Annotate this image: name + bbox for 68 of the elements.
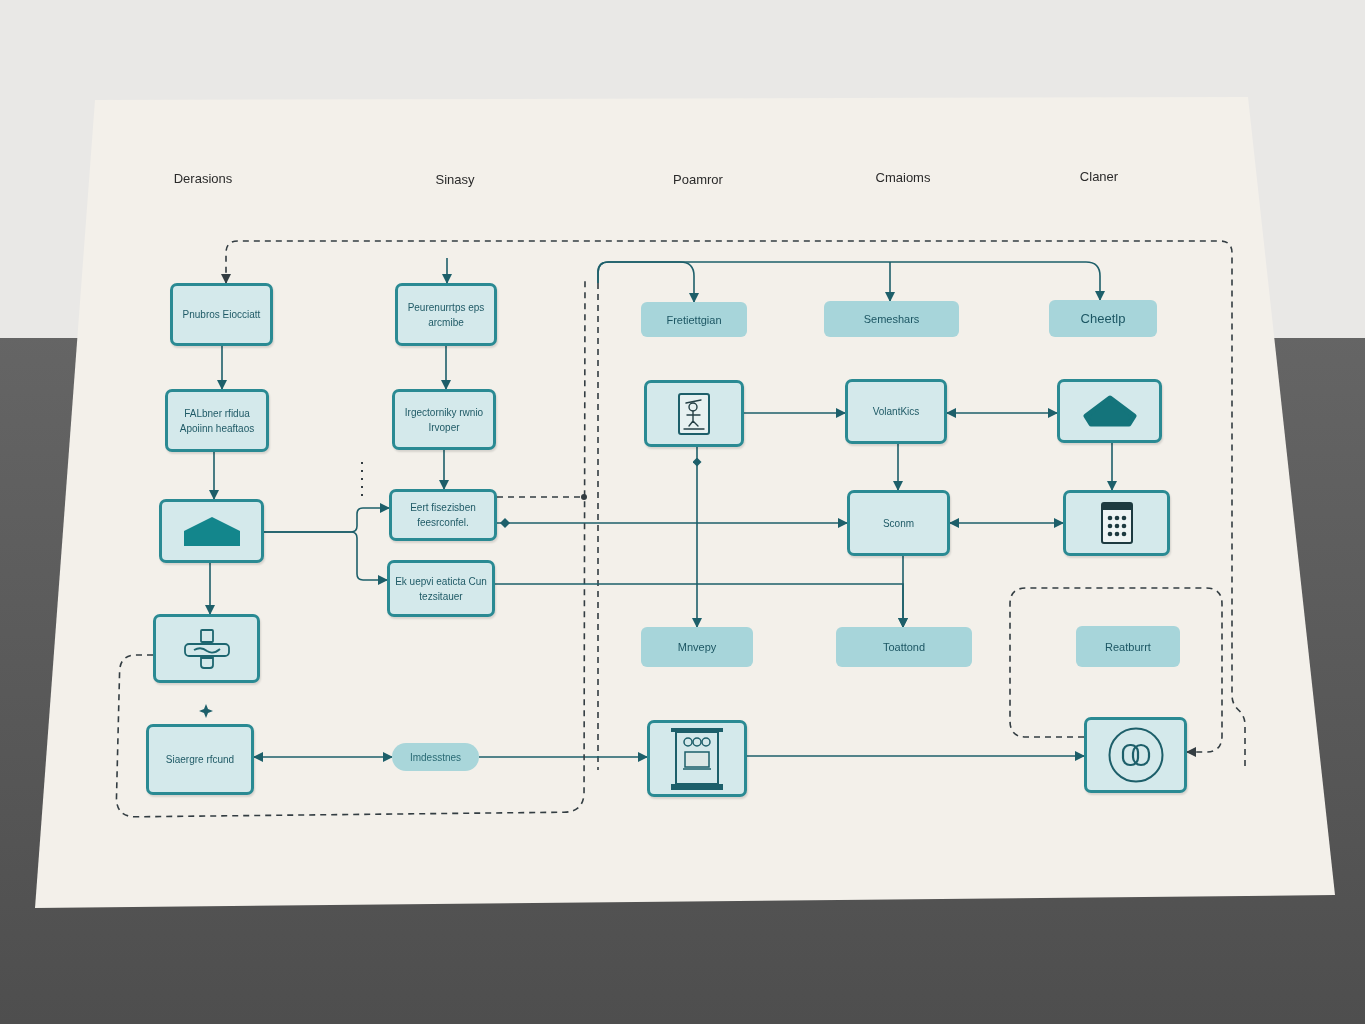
arrow bbox=[263, 531, 388, 585]
node-label: Cheetlp bbox=[1080, 310, 1126, 327]
node-label: FALbner rfidua Apoiinn heaftaos bbox=[178, 406, 256, 436]
column-header: Poamror bbox=[673, 171, 723, 190]
stage-box bbox=[641, 302, 747, 337]
icon-box bbox=[153, 614, 260, 683]
process-box bbox=[389, 489, 497, 541]
process-box bbox=[392, 389, 496, 450]
terminal-pill bbox=[392, 743, 479, 771]
dashed-arrow bbox=[221, 240, 1246, 767]
node-label: Peurenurrtps eps arcmibe bbox=[406, 300, 486, 330]
arrow bbox=[1107, 442, 1117, 491]
arrow bbox=[743, 408, 846, 418]
column-header: Derasions bbox=[173, 170, 233, 189]
icon-box bbox=[647, 720, 747, 797]
node-label: Fretiettgian bbox=[666, 312, 722, 327]
double-arrow bbox=[949, 518, 1064, 528]
process-box bbox=[845, 379, 947, 444]
node-label: Semeshars bbox=[863, 312, 920, 326]
arrow bbox=[478, 752, 648, 762]
node-label: Mnvepy bbox=[677, 640, 717, 654]
arrow bbox=[893, 443, 903, 491]
process-box bbox=[847, 490, 950, 556]
arrow bbox=[209, 451, 219, 500]
arrow bbox=[746, 751, 1085, 761]
dashed-connector-line bbox=[496, 494, 587, 500]
dashed-connector-line bbox=[115, 279, 586, 818]
process-box bbox=[170, 283, 273, 346]
column-header: Cmaioms bbox=[875, 169, 931, 188]
process-box bbox=[146, 724, 254, 795]
stage-box bbox=[824, 301, 959, 337]
arrow bbox=[441, 345, 451, 390]
double-arrow bbox=[946, 408, 1058, 418]
arrow bbox=[494, 583, 908, 628]
arrow bbox=[217, 345, 227, 390]
node-label: Siaergre rfcund bbox=[165, 753, 235, 767]
stage-box bbox=[1076, 626, 1180, 667]
node-label: Pnubros Eiocciatt bbox=[182, 308, 261, 322]
node-label: Imdesstnes bbox=[409, 750, 462, 764]
stage-box bbox=[641, 627, 753, 667]
icon-box bbox=[1063, 490, 1170, 556]
node-label: Sconm bbox=[882, 516, 915, 531]
icon-box bbox=[644, 380, 744, 447]
process-box bbox=[165, 389, 269, 452]
node-label: Reatburrt bbox=[1105, 639, 1151, 654]
double-arrow bbox=[253, 752, 393, 762]
column-header: Sinasy bbox=[435, 171, 475, 190]
dashed-arrow bbox=[1009, 587, 1223, 757]
arrow bbox=[692, 446, 702, 628]
icon-box bbox=[1057, 379, 1162, 443]
icon-box bbox=[1084, 717, 1187, 793]
arrow bbox=[439, 449, 449, 490]
stage-box bbox=[836, 627, 972, 667]
arrow bbox=[496, 518, 848, 528]
node-label: Toattond bbox=[882, 640, 926, 654]
node-label: VolantKics bbox=[872, 405, 920, 419]
process-box bbox=[387, 560, 495, 617]
arrow bbox=[205, 562, 215, 615]
arrow bbox=[885, 261, 895, 302]
node-label: Eert fisezisben feesrconfel. bbox=[409, 501, 477, 530]
process-box bbox=[395, 283, 497, 346]
column-header: Claner bbox=[1079, 168, 1119, 187]
icon-box bbox=[159, 499, 264, 563]
arrow bbox=[597, 261, 1105, 301]
stage-box bbox=[1049, 300, 1157, 337]
node-label: Irgectorniky rwnio Irvoper bbox=[403, 405, 485, 435]
node-label: Ek uepvi eaticta Cun tezsitauer bbox=[394, 574, 488, 604]
arrow bbox=[442, 257, 452, 284]
